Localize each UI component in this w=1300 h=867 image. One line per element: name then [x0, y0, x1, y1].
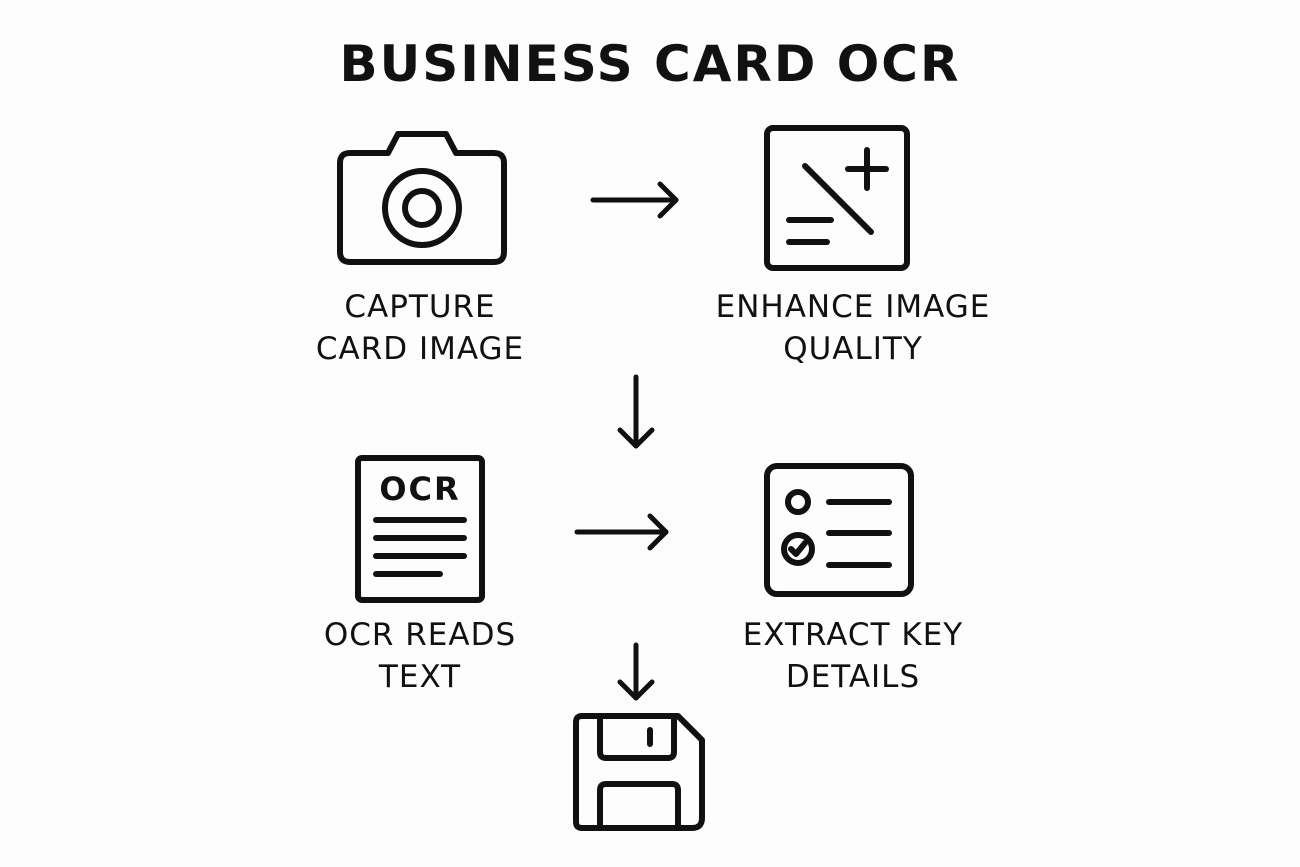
step-label-line: OCR READS: [323, 617, 517, 653]
camera-icon: [336, 126, 508, 266]
arrow-right-icon: [574, 512, 672, 552]
step-label-ocr: OCR READS TEXT: [290, 614, 550, 698]
save-floppy-icon: [572, 712, 706, 832]
step-label-line: EXTRACT KEY: [742, 617, 964, 653]
enhance-icon: [763, 124, 911, 272]
step-label-line: CAPTURE: [344, 289, 496, 325]
arrow-down-icon: [616, 642, 656, 702]
arrow-down-icon: [616, 374, 656, 450]
ocr-icon-text: OCR: [379, 470, 461, 508]
step-label-extract: EXTRACT KEY DETAILS: [703, 614, 1003, 698]
step-label-line: ENHANCE IMAGE: [715, 289, 991, 325]
step-label-line: QUALITY: [783, 331, 923, 367]
ocr-document-icon: [354, 454, 486, 604]
step-label-line: TEXT: [378, 659, 462, 695]
step-label-line: CARD IMAGE: [315, 331, 525, 367]
step-label-enhance: ENHANCE IMAGE QUALITY: [693, 286, 1013, 370]
arrow-right-icon: [590, 180, 682, 220]
step-label-capture: CAPTURE CARD IMAGE: [300, 286, 540, 370]
step-label-line: DETAILS: [785, 659, 921, 695]
checklist-card-icon: [763, 462, 915, 598]
diagram-title: BUSINESS CARD OCR: [339, 35, 961, 93]
